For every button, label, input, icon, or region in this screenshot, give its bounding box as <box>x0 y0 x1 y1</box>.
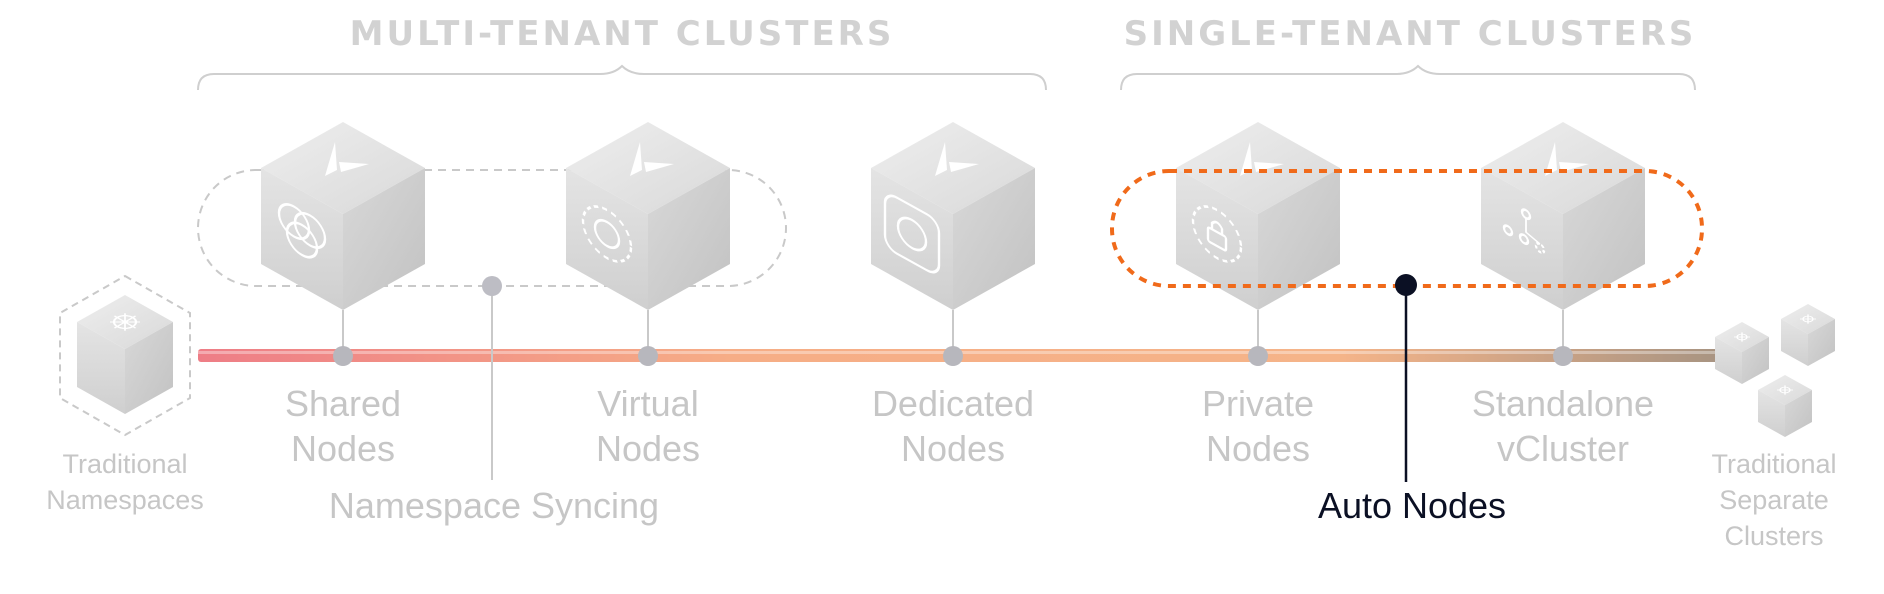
track-dot <box>638 346 658 366</box>
stop-label-line1: Shared <box>285 383 401 424</box>
vcluster-logo-icon <box>325 142 369 176</box>
track-dot <box>1248 346 1268 366</box>
multi-tenant-brace <box>197 64 1047 91</box>
stop-label-line2: Nodes <box>1206 428 1310 469</box>
vcluster-logo-icon <box>935 142 979 176</box>
stop-label-line1: Virtual <box>597 383 698 424</box>
traditional-namespaces-cube <box>59 274 191 437</box>
cluster-cube-2 <box>1781 304 1835 366</box>
stop-cube-2 <box>566 122 730 366</box>
namespace-syncing-dot <box>482 276 502 296</box>
stop-label-line1: Private <box>1202 383 1314 424</box>
stop-cube-1 <box>261 122 425 366</box>
node-graph-icon <box>1502 208 1546 254</box>
stop-label-line2: vCluster <box>1497 428 1629 469</box>
traditional-clusters-line1: Traditional <box>1711 449 1836 479</box>
auto-nodes-outline <box>1110 169 1704 288</box>
kubernetes-wheel-icon <box>110 313 140 331</box>
stop-label-line2: Nodes <box>596 428 700 469</box>
lock-icon <box>1191 205 1243 263</box>
kubernetes-wheel-icon <box>1800 314 1816 324</box>
namespace-syncing-label: Namespace Syncing <box>329 485 659 526</box>
cluster-cube-3 <box>1758 375 1812 437</box>
traditional-namespaces-line2: Namespaces <box>46 485 204 515</box>
overlapping-circles-icon <box>277 203 327 259</box>
traditional-clusters-cubes <box>1715 304 1835 437</box>
single-tenant-brace <box>1120 64 1696 91</box>
kubernetes-wheel-icon <box>1777 385 1793 395</box>
traditional-namespaces-line1: Traditional <box>62 449 187 479</box>
stop-cube-3 <box>871 122 1035 366</box>
rounded-square-icon <box>883 194 941 274</box>
stop-label-line1: Standalone <box>1472 383 1654 424</box>
dashed-circle-icon <box>581 205 633 263</box>
track-dot <box>943 346 963 366</box>
stop-label-line2: Nodes <box>291 428 395 469</box>
traditional-clusters-line2: Separate <box>1719 485 1829 515</box>
traditional-clusters-line3: Clusters <box>1724 521 1823 551</box>
vcluster-logo-icon <box>630 142 674 176</box>
kubernetes-wheel-icon <box>1734 332 1750 342</box>
multi-tenant-heading: MULTI-TENANT CLUSTERS <box>350 14 895 54</box>
auto-nodes-dot <box>1395 274 1417 296</box>
track-dot <box>1553 346 1573 366</box>
stop-label-line1: Dedicated <box>872 383 1034 424</box>
cluster-cube-1 <box>1715 322 1769 384</box>
stop-cube-5 <box>1481 122 1645 366</box>
auto-nodes-label: Auto Nodes <box>1318 485 1506 526</box>
stop-label-line2: Nodes <box>901 428 1005 469</box>
track-dot <box>333 346 353 366</box>
stop-cube-4 <box>1176 122 1340 366</box>
single-tenant-heading: SINGLE-TENANT CLUSTERS <box>1124 14 1697 54</box>
